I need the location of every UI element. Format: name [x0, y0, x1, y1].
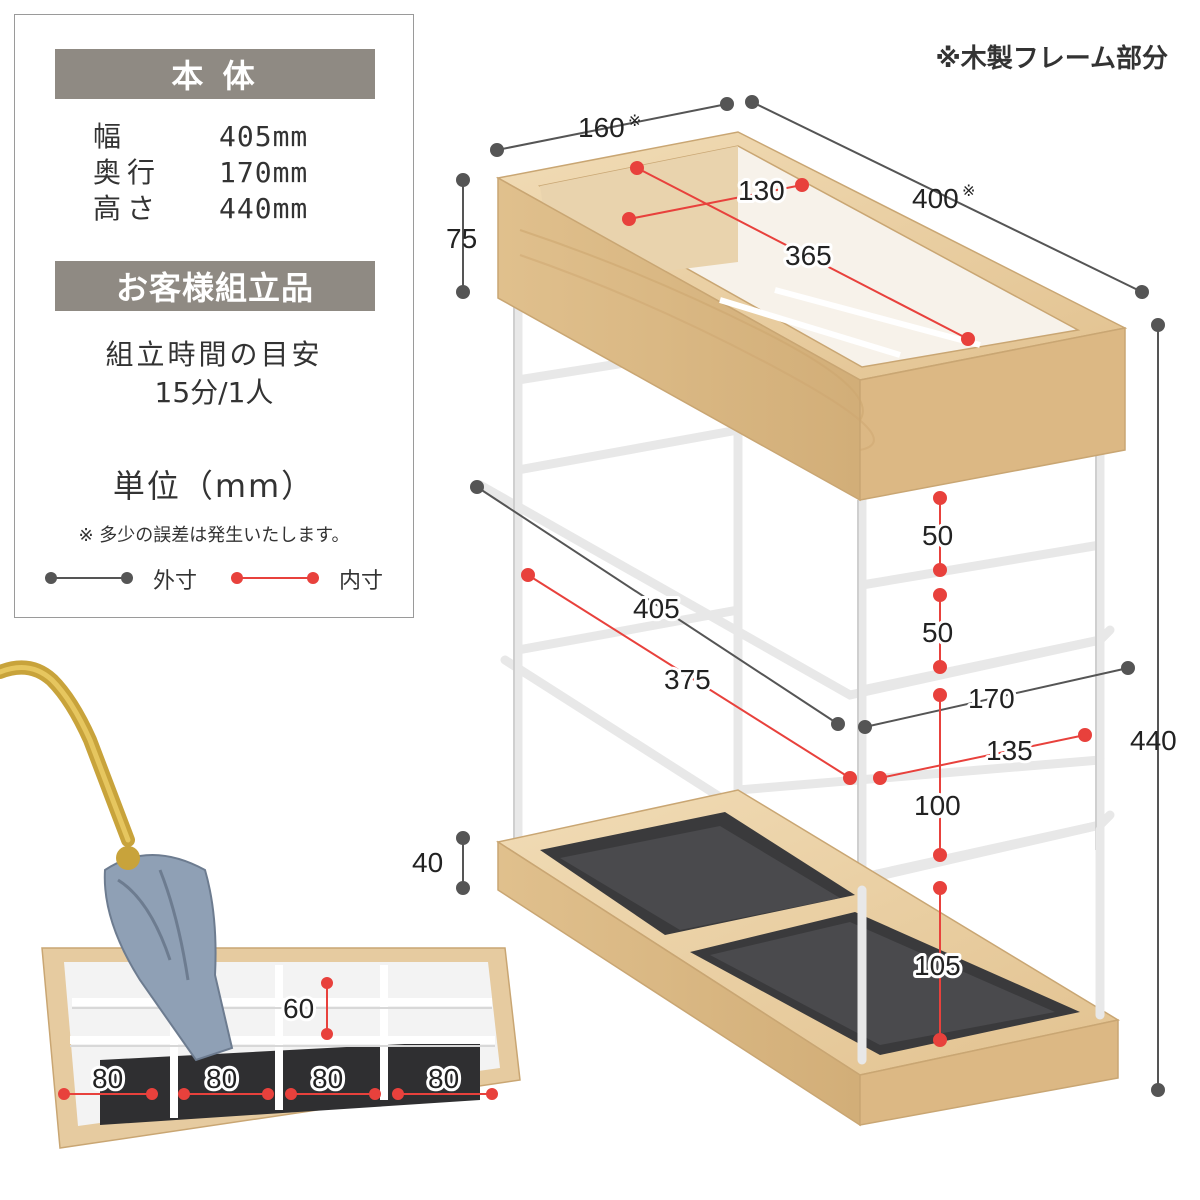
dim-inner-width-top: 365 — [785, 240, 832, 271]
dim-gap-a: 50 — [922, 520, 953, 551]
legend-dot — [231, 572, 243, 584]
spec-card: 本 体 幅 405mm 奥行 170mm 高さ 440mm お客様組立品 組立時間の目… — [14, 14, 414, 618]
spec-value: 405mm — [219, 120, 309, 153]
inset-dimensions — [58, 977, 498, 1100]
legend-dot — [45, 572, 57, 584]
frame-mark: ※ — [962, 183, 975, 200]
bottom-wood-tray — [496, 789, 1121, 1127]
dim-inner-depth-top: 130 — [738, 175, 785, 206]
spec-label: 高さ — [93, 192, 162, 225]
inset-compartment-4: 80 — [428, 1063, 459, 1094]
legend-dot — [307, 572, 319, 584]
dim-frame-height: 75 — [446, 223, 477, 254]
dim-depth-inner: 135 — [986, 735, 1033, 766]
assembly-time: 15分/1人 — [154, 376, 274, 409]
legend-inner-label: 内寸 — [339, 569, 384, 594]
dim-depth-outer: 170 — [968, 683, 1015, 714]
inset-compartment-2: 80 — [206, 1063, 237, 1094]
dim-gap-c: 100 — [914, 790, 961, 821]
dim-width-inner: 375 — [664, 664, 711, 695]
top-wood-frame — [495, 131, 1128, 502]
dim-frame-depth: 160 — [578, 112, 625, 143]
spec-row-depth: 奥行 170mm — [93, 151, 308, 191]
unit-label: 単位（mm） — [112, 467, 316, 505]
dim-width-outer: 405 — [633, 593, 680, 624]
inset-top-view — [0, 660, 521, 1149]
spec-label: 奥行 — [93, 156, 162, 189]
dim-gap-d: 105 — [914, 950, 961, 981]
dim-gap-b: 50 — [922, 617, 953, 648]
dim-base-height: 40 — [412, 847, 443, 878]
tolerance-note: ※ 多少の誤差は発生いたします。 — [78, 525, 350, 546]
legend-outer-label: 外寸 — [153, 569, 198, 594]
assembly-header: お客様組立品 — [55, 261, 375, 311]
assembly-time-label: 組立時間の目安 — [105, 338, 323, 371]
legend: 外寸 内寸 — [45, 563, 405, 594]
inset-compartment-3: 80 — [312, 1063, 343, 1094]
inset-compartment-1: 80 — [92, 1063, 123, 1094]
spec-value: 440mm — [219, 192, 309, 225]
inner-dimensions — [521, 161, 1092, 1047]
inset-divider-gap: 60 — [283, 993, 314, 1024]
legend-dot — [121, 572, 133, 584]
dim-total-height: 440 — [1130, 725, 1177, 756]
dim-frame-width: 400 — [912, 183, 959, 214]
spec-row-height: 高さ 440mm — [93, 187, 308, 227]
spec-value: 170mm — [219, 156, 309, 189]
legend-outer-line — [49, 577, 125, 579]
steel-frame — [475, 250, 1115, 1065]
legend-inner-line — [235, 577, 311, 579]
frame-mark: ※ — [628, 113, 641, 130]
outer-dimensions — [456, 95, 1165, 1097]
frame-note: ※木製フレーム部分 — [935, 44, 1169, 74]
body-spec-header: 本 体 — [55, 49, 375, 99]
spec-label: 幅 — [93, 120, 128, 153]
spec-row-width: 幅 405mm — [93, 115, 308, 155]
